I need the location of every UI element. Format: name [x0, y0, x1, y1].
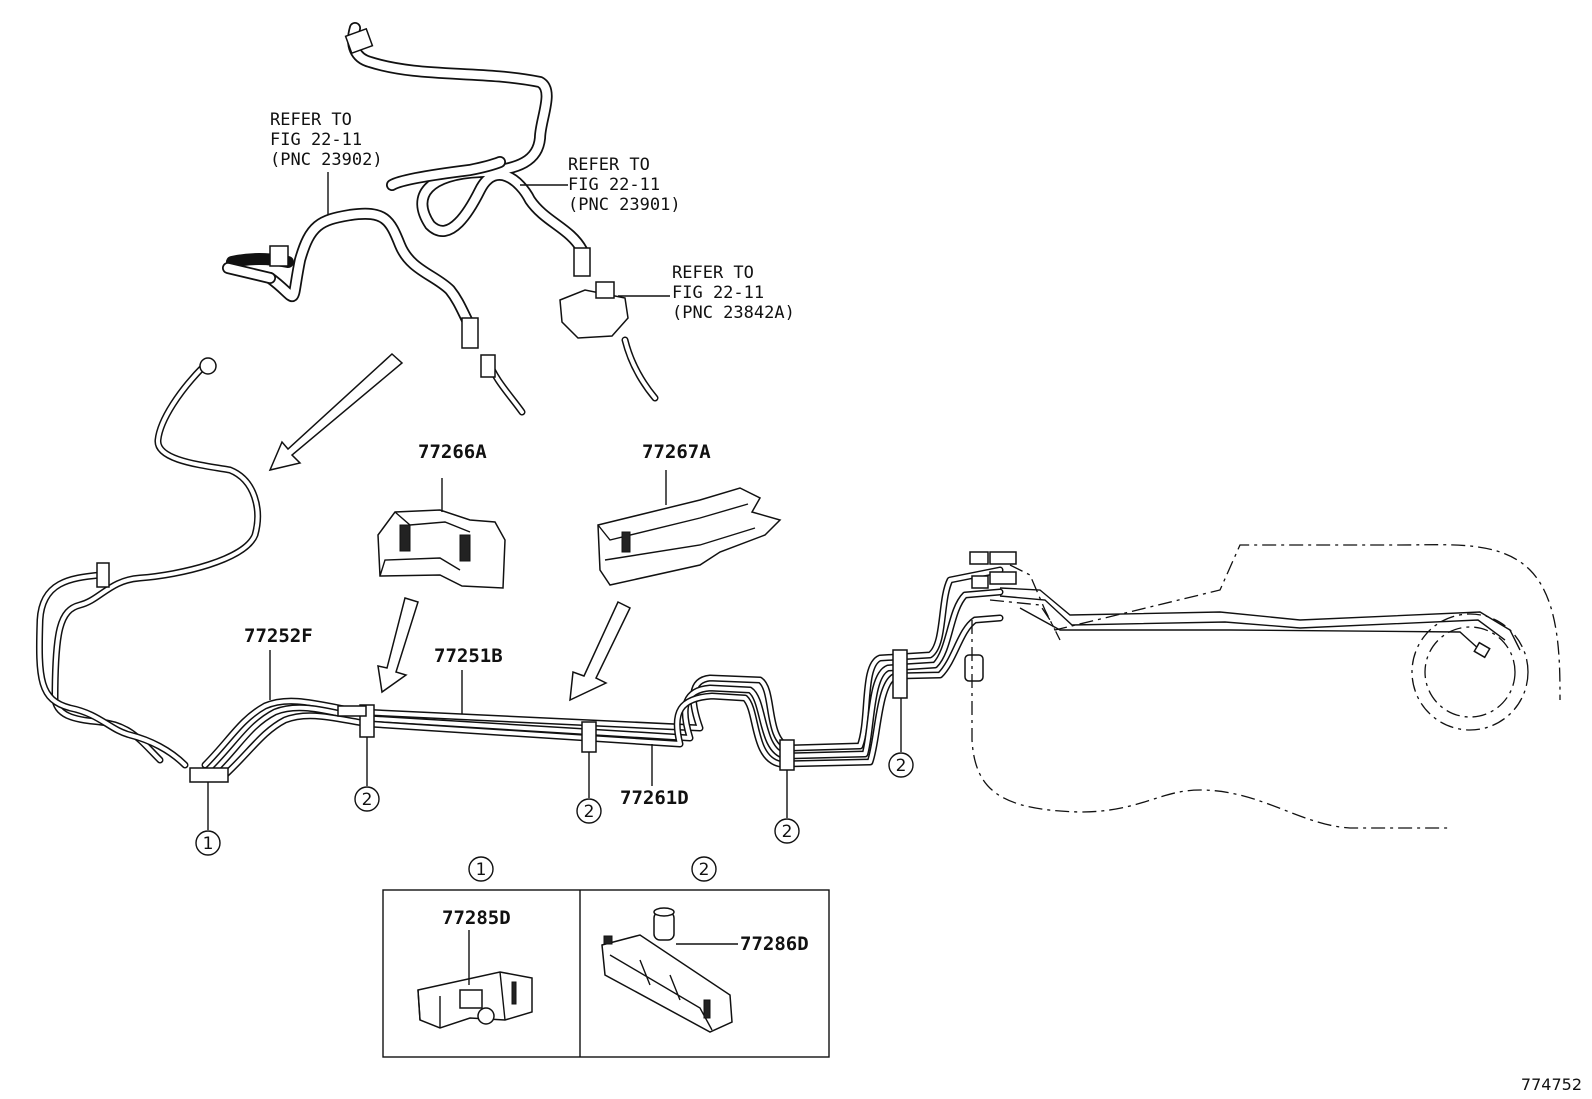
svg-text:REFER TO: REFER TO	[672, 263, 754, 283]
svg-text:REFER TO: REFER TO	[568, 155, 650, 175]
main-fuel-tube-bundle	[189, 551, 1017, 783]
part-number-77285d: 77285D	[442, 907, 511, 929]
figure-id: 774752	[1521, 1075, 1582, 1094]
detail-number-2: 2	[699, 860, 710, 880]
svg-text:(PNC 23901): (PNC 23901)	[568, 195, 681, 215]
svg-text:FIG 22-11: FIG 22-11	[672, 283, 764, 303]
part-number-77266a: 77266A	[418, 441, 487, 463]
fuel-tube-left-riser	[35, 357, 261, 769]
reference-label-23842a: REFER TO FIG 22-11 (PNC 23842A)	[672, 263, 795, 323]
label-77252f: 77252F	[244, 625, 313, 700]
svg-text:FIG 22-11: FIG 22-11	[568, 175, 660, 195]
callout-2-clamp-a: 2	[354, 737, 380, 812]
svg-text:2: 2	[896, 756, 907, 776]
protector-77266a: 77266A	[377, 441, 506, 589]
callout-1-clamp: 1	[195, 782, 221, 856]
svg-text:77261D: 77261D	[620, 787, 689, 809]
part-number-77286d: 77286D	[740, 933, 809, 955]
callout-2-clamp-c: 2	[774, 770, 800, 844]
upper-hose-assembly	[222, 22, 670, 416]
callout-2-clamp-d: 2	[888, 698, 914, 778]
label-77251b: 77251B	[434, 645, 503, 714]
callout-2-clamp-b: 2	[576, 752, 602, 824]
svg-text:2: 2	[362, 790, 373, 810]
part-number-77267a: 77267A	[642, 441, 711, 463]
svg-text:2: 2	[584, 802, 595, 822]
reference-label-23902: REFER TO FIG 22-11 (PNC 23902)	[270, 110, 383, 170]
direction-arrows	[268, 352, 631, 702]
detail-number-1: 1	[476, 860, 487, 880]
svg-text:(PNC 23902): (PNC 23902)	[270, 150, 383, 170]
svg-text:77252F: 77252F	[244, 625, 313, 647]
svg-text:1: 1	[203, 834, 214, 854]
svg-text:FIG 22-11: FIG 22-11	[270, 130, 362, 150]
clamp-detail-box: 1 2 77285D 77286D	[382, 856, 830, 1058]
label-77261d: 77261D	[620, 744, 689, 809]
fuel-tank-outline	[971, 544, 1561, 829]
svg-text:2: 2	[782, 822, 793, 842]
svg-text:(PNC 23842A): (PNC 23842A)	[672, 303, 795, 323]
protector-77267a: 77267A	[597, 441, 782, 586]
reference-label-23901: REFER TO FIG 22-11 (PNC 23901)	[568, 155, 681, 215]
svg-text:77251B: 77251B	[434, 645, 503, 667]
svg-text:REFER TO: REFER TO	[270, 110, 352, 130]
